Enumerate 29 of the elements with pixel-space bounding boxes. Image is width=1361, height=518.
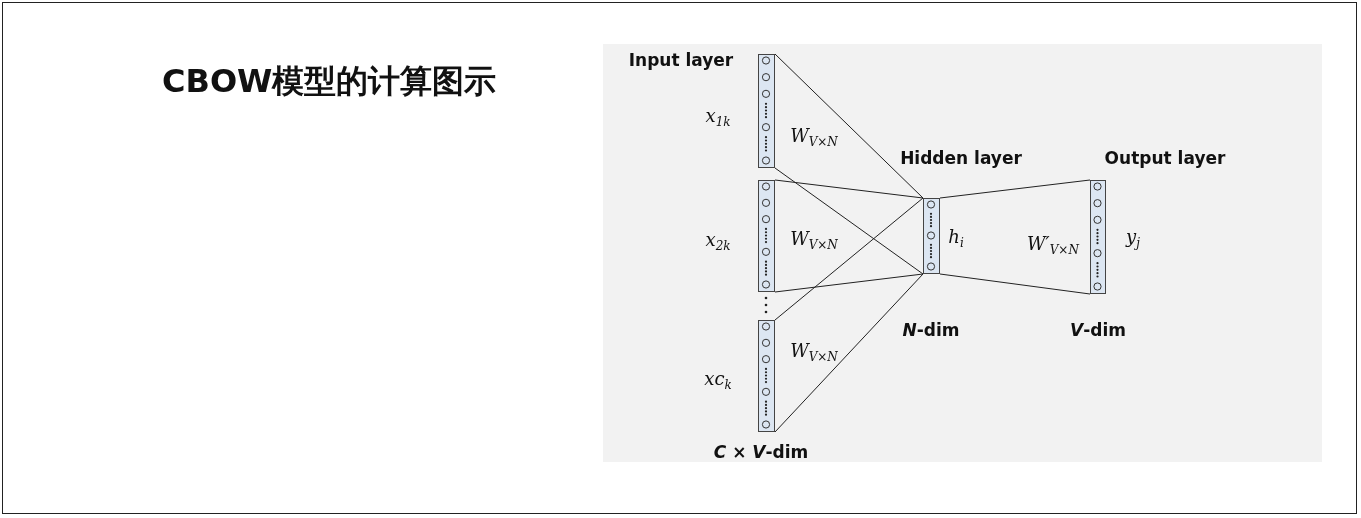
title: CBOW模型的计算图示 (162, 61, 497, 102)
dimension-label: C × V-dim (713, 442, 809, 462)
dimension-label: V-dim (1070, 320, 1126, 340)
variable-label: x$_{2k}$ (705, 228, 731, 254)
neuron-bar (1090, 180, 1106, 294)
connection-line (774, 273, 924, 293)
neuron-bar (923, 198, 940, 274)
weight-label: W$_{V×N}$ (790, 339, 838, 365)
variable-label: h$_{i}$ (948, 225, 964, 251)
variable-label: xc$_{k}$ (704, 367, 732, 393)
weight-label: W$_{V×N}$ (790, 227, 838, 253)
connection-line (774, 179, 924, 199)
neuron-bar (758, 320, 775, 432)
connection-line (774, 167, 924, 275)
neuron-bar (758, 54, 775, 168)
connection-line (939, 179, 1091, 199)
weight-label: W$_{V×N}$ (790, 124, 838, 150)
connection-line (939, 273, 1091, 295)
layer-label: Input layer (628, 50, 734, 70)
weight-label: W′$_{V×N}$ (1027, 232, 1079, 258)
variable-label: y$_{j}$ (1126, 225, 1140, 251)
variable-label: x$_{1k}$ (705, 104, 731, 130)
connection-line (774, 273, 924, 433)
neuron-bar (758, 180, 775, 292)
dimension-label: N-dim (902, 320, 960, 340)
connection-line (774, 53, 924, 199)
layer-label: Hidden layer (900, 148, 1022, 168)
connection-line (774, 197, 924, 321)
layer-label: Output layer (1104, 148, 1226, 168)
